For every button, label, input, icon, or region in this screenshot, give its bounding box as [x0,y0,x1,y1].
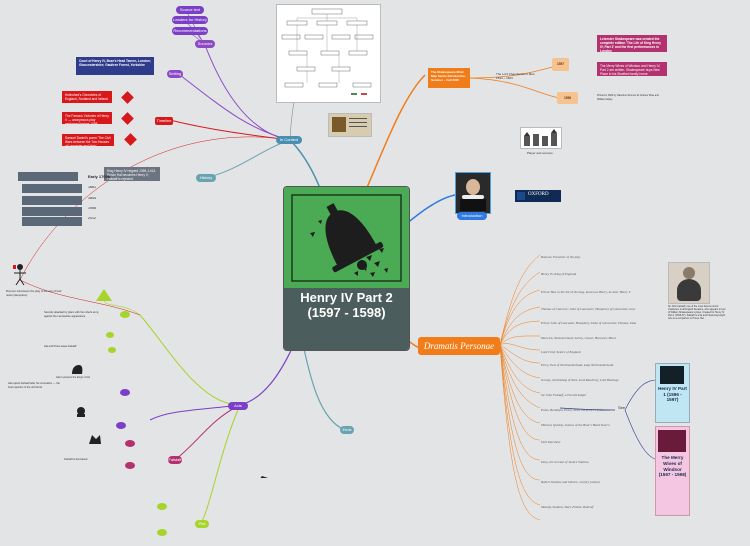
red-box-3: Samuel Daniel's poem 'The Civil Wars bet… [62,134,114,146]
green-node-4[interactable] [157,503,167,510]
falstaff-silhouette-1 [70,362,84,374]
dramatis-personae-item[interactable]: Sir John Falstaff, a Fat old knight [541,393,586,397]
falstaff-portrait[interactable] [668,262,710,304]
player-sources-label: Player and sources [527,152,553,155]
dramatis-personae-item[interactable]: Lord Chief Justice of England [541,350,581,354]
introduction-portrait[interactable] [455,172,491,214]
act-node[interactable]: Acts [228,402,248,410]
history-node[interactable]: History [196,174,216,182]
pink-box-2: The Merry Wives of Windsor and Henry IV,… [597,62,667,76]
pill-source-text[interactable]: Source text [176,6,204,14]
falstaff-note: Sir John Falstaff, one of the most famou… [668,305,726,320]
family-tree-diagram[interactable] [276,4,381,103]
introduction-node[interactable]: Introduction [457,212,487,220]
green-node-3[interactable] [108,347,116,353]
crow-icon [258,470,268,478]
dramatis-personae-item[interactable]: Scroop, Archbishop of York, Lord Mowbray… [541,378,619,382]
dramatis-personae-node[interactable]: Dramatis Personae [418,337,500,355]
playhouse-icon [524,129,557,146]
green-end-node[interactable]: Plot [195,520,209,528]
bell-image [284,187,409,288]
year-1597-node[interactable]: 1597 [552,58,569,71]
green-node-5[interactable] [157,529,167,536]
year-2012: 2012 [88,217,96,220]
oxford-logo[interactable]: OXFORD [515,190,561,202]
dramatis-personae-item[interactable]: Robert Shallow and Silence, country just… [541,480,600,484]
setting-node[interactable]: Setting [167,70,183,78]
shakespeare-series-box[interactable]: The Shakespeare Mind Map Series Introduc… [428,68,470,88]
dramatis-personae-item[interactable]: Henry IV, King of England [541,272,577,276]
playhouse-image[interactable] [520,127,562,149]
history-box-d [22,207,82,216]
history-box-e [22,217,82,226]
central-topic[interactable]: Henry IV Part 2 (1597 - 1598) [283,186,410,351]
falstaff-silhouette-3 [88,432,102,444]
dramatis-personae-item[interactable]: Rumour, Presenter of the play [541,255,581,259]
dramatis-personae-item[interactable]: Mistress Quickly, hostess of the Boar's … [541,423,610,427]
purple-node-2[interactable] [116,422,126,429]
left-item-3: Hal is present the king's mind [56,376,90,379]
red-box-1: Holinshed's Chronicles of England, Scotl… [62,91,112,103]
left-item-1: Secretly attacked by plans with the rebe… [44,311,99,318]
dramatis-personae-item[interactable]: Davy, the servant of Justice Shallow [541,460,589,464]
history-box-a [18,172,78,181]
falstaff-silhouette-2 [74,405,88,417]
pill-leaders[interactable]: Leaders for History [172,16,208,24]
in-context-node[interactable]: In Context [276,136,302,144]
see-book-henry-iv-1[interactable]: Henry IV Part 1 (1596 - 1597) [655,363,690,423]
timeline-node[interactable]: Timeline [155,117,173,125]
see-label: See [618,406,626,410]
dramatis-personae-item[interactable]: Prince John of Lancaster, Humphrey, Duke… [541,321,636,325]
setting-court-box: Court of Henry IV, Boar's Head Tavern, L… [76,57,154,75]
dramatis-personae-item[interactable]: Mouldy, Shadow, Wart, Feeble, Bullcalf [541,505,594,509]
purple-node-1[interactable] [120,389,130,396]
note-1598: Printed in 1600 by Valentine Simmes for … [597,94,659,101]
year-1661: 1661 [88,186,96,189]
pink-box-1: Leicester Shakespeare was created the co… [597,35,667,52]
magenta-node[interactable]: Falstaff [168,456,182,464]
lord-chamberlain-label: The Lord Chamberlain's Man 1594 ~ 1603 [496,73,535,80]
green-node-1[interactable] [120,311,130,318]
year-1906: 1906 [88,207,96,210]
early-1700s-label: Early 1700s [88,175,111,179]
dramatis-personae-item[interactable]: Warwick, Westmoreland, Surrey, Gower, Ha… [541,336,616,340]
history-box-b [22,184,82,193]
dramatis-personae-item[interactable]: Poins, Bardolph, Pistol, Peto, the princ… [541,408,610,412]
magenta-node-1[interactable] [125,440,135,447]
rejection-text: Hal rejects Falstaff after his coronatio… [8,382,60,389]
pill-recommendations[interactable]: Recommendations [172,27,208,35]
dramatis-personae-item[interactable]: Percy, Earl of Northumberland, Lady Nort… [541,363,614,367]
year-1598-node[interactable]: 1598 [557,92,578,104]
see-book-merry-wives[interactable]: The Merry Wives of Windsor (1597 - 1598) [655,426,690,516]
magenta-node-2[interactable] [125,462,135,469]
central-title: Henry IV Part 2 (1597 - 1598) [284,288,409,350]
teal-end-node[interactable]: Ends [340,426,354,434]
dramatis-personae-item[interactable]: Thomas of Clarence; John of Lancaster; H… [541,307,636,311]
red-box-2: The Famous Victories of Henry V — anonym… [62,112,112,124]
family-tree-icon [281,8,374,95]
dramatis-personae-item[interactable]: Doll Tearsheet [541,440,561,444]
history-box-c [22,196,82,205]
sources-node[interactable]: Sources [195,40,215,48]
manuscript-image[interactable] [328,113,372,137]
left-item-4: Falstaff is dismissed [64,458,88,461]
rumour-header: Rumour introduces the play & the war of … [6,290,62,297]
bell-icon [291,194,402,282]
green-node-2[interactable] [106,332,114,338]
year-1844: 1844 [88,197,96,200]
stick-figure-icon [8,262,32,286]
dramatis-personae-item[interactable]: Prince Hal, in the list of the king, kno… [541,290,631,294]
history-text-box: King Henry IV reigned 1399–1413. Prince … [104,167,160,181]
left-item-2: Hal and Poins tease Falstaff [44,345,77,348]
green-triangle-icon [96,289,112,301]
